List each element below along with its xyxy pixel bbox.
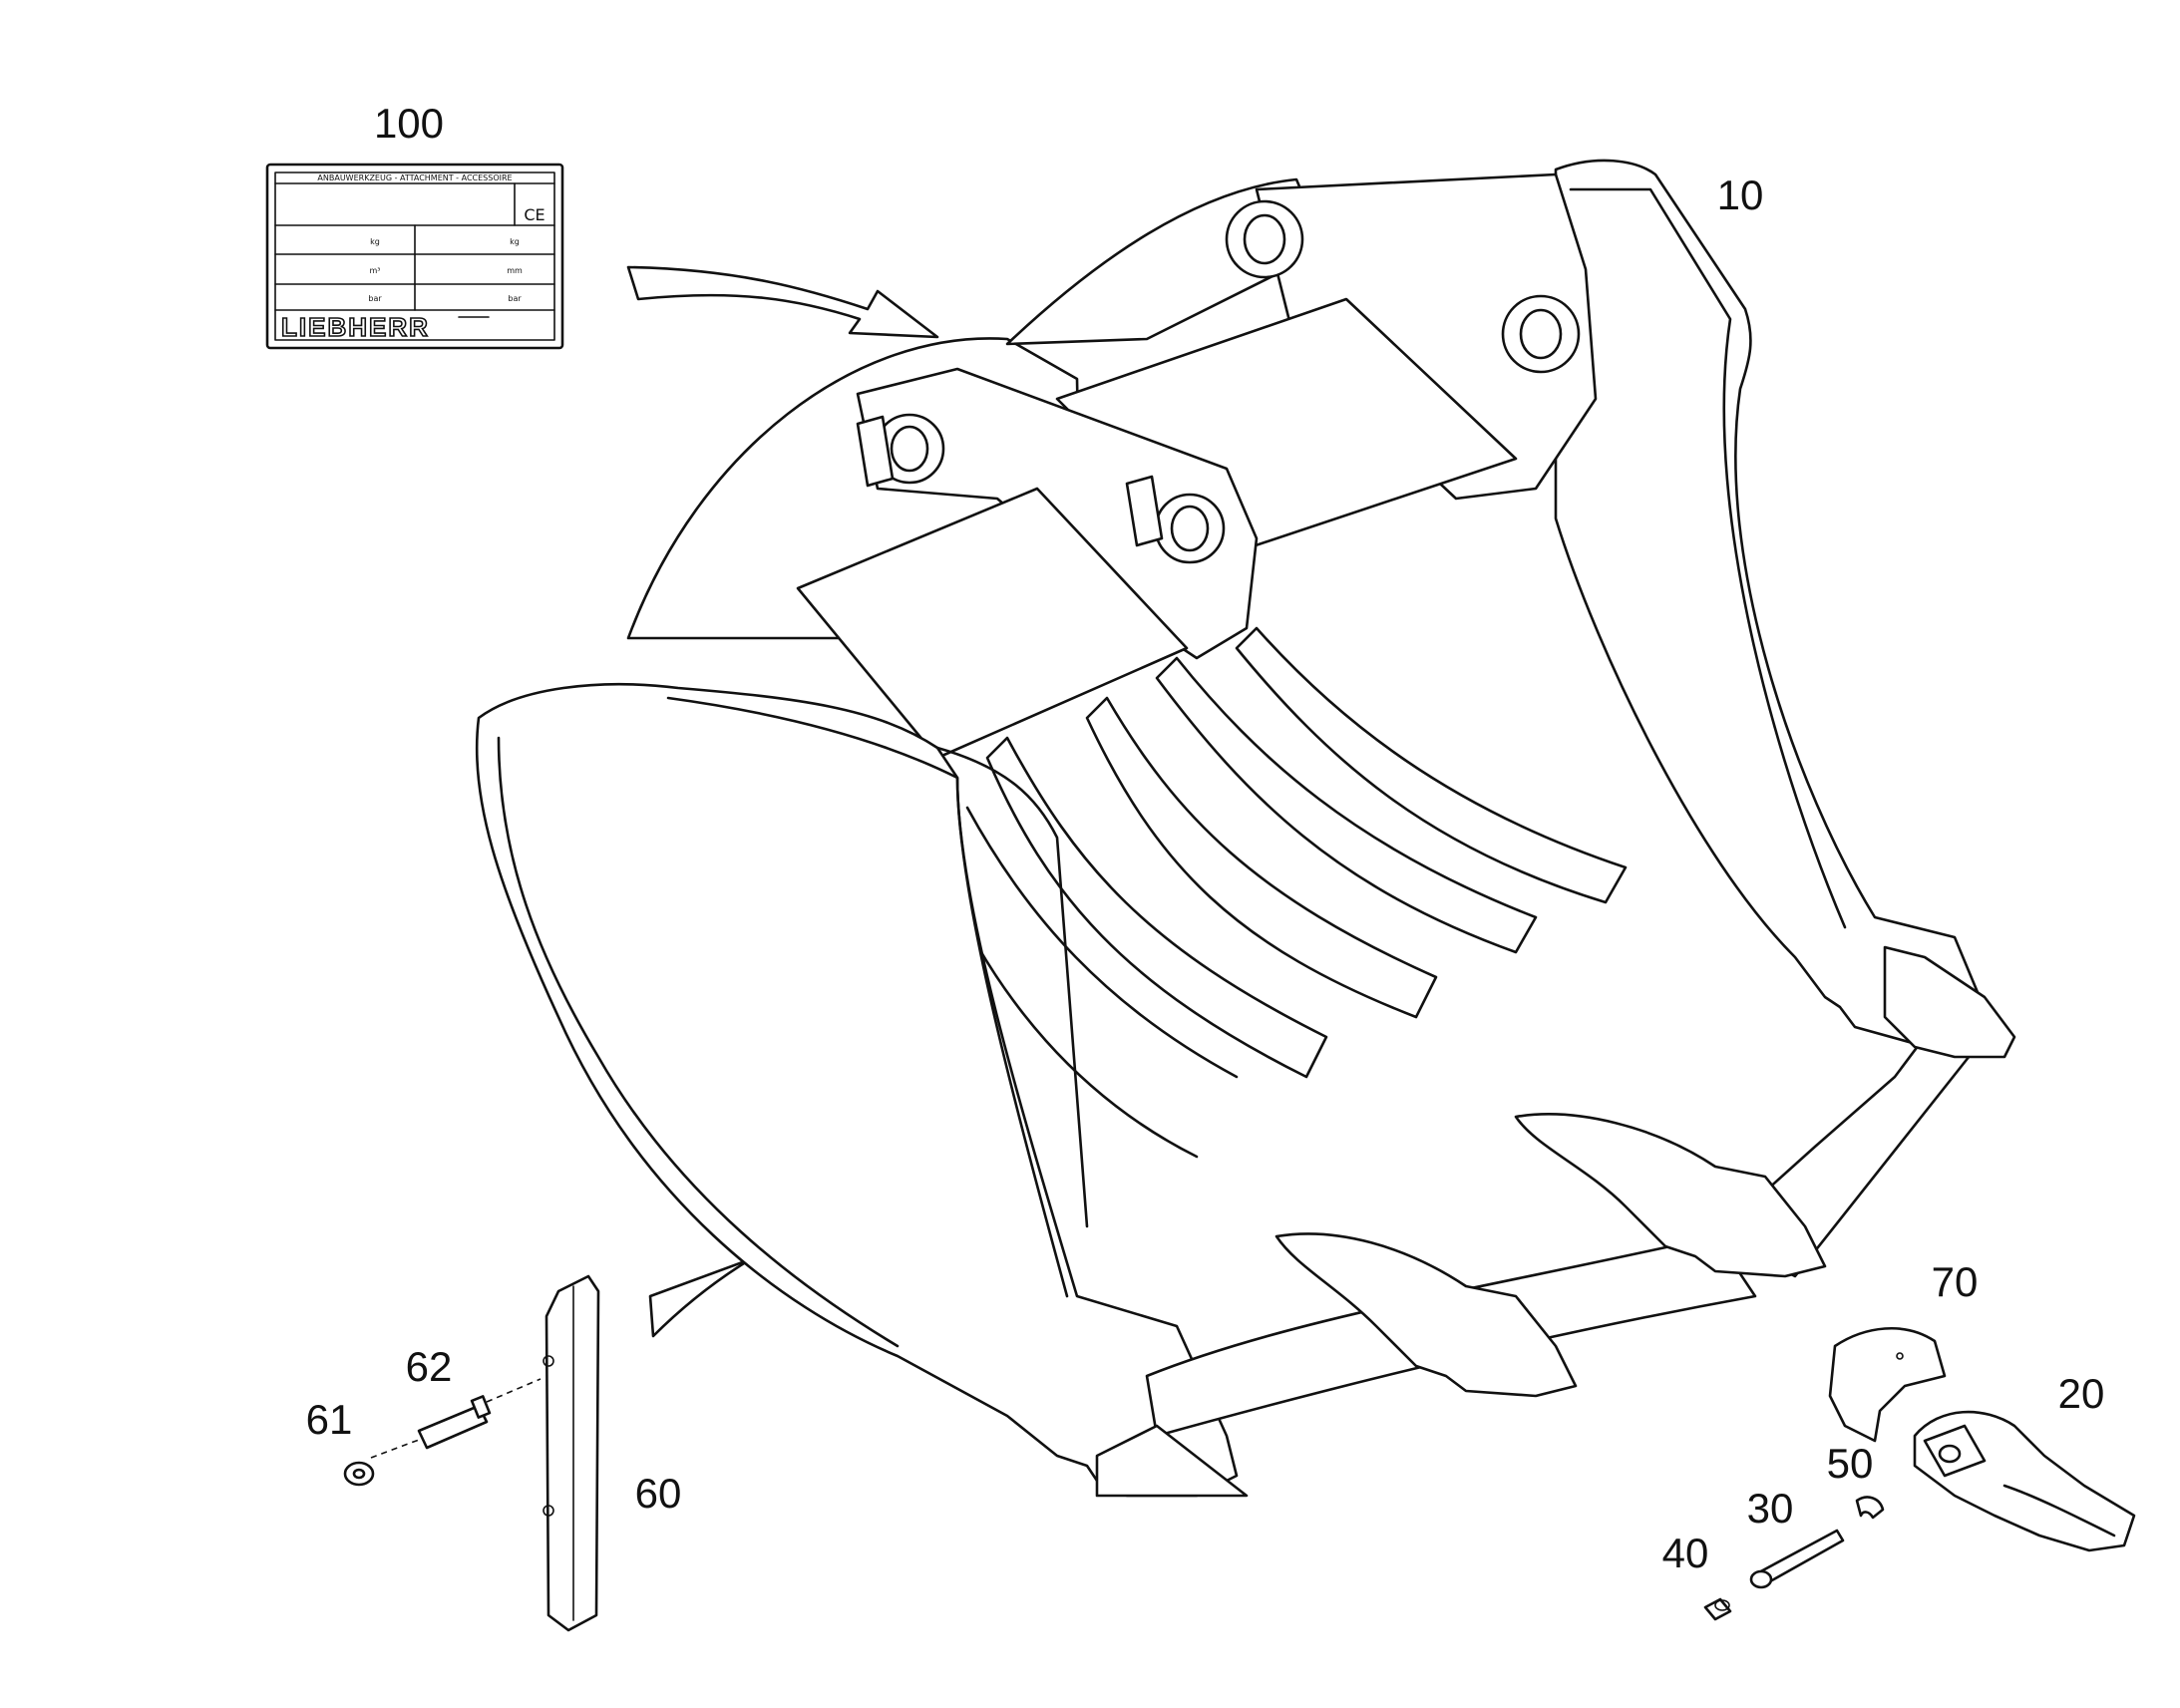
callout-70: 70 xyxy=(1932,1258,1979,1305)
nameplate-row2-left: m³ xyxy=(370,266,381,275)
retainer-50 xyxy=(1855,1496,1885,1520)
nameplate-100: ANBAUWERKZEUG - ATTACHMENT - ACCESSOIRE … xyxy=(265,163,564,350)
tooth-adapter-20 xyxy=(1913,1410,2136,1552)
side-cutter-60 xyxy=(543,1274,600,1632)
nameplate-row1-right: kg xyxy=(510,237,520,246)
pin-30 xyxy=(1749,1529,1845,1589)
nameplate-row3-right: bar xyxy=(508,294,522,303)
liebherr-logo: LIEBHERR xyxy=(281,312,430,342)
callout-62: 62 xyxy=(406,1343,453,1390)
nameplate-placement-arrow xyxy=(626,265,939,339)
callout-50: 50 xyxy=(1827,1440,1874,1487)
callout-20: 20 xyxy=(2058,1370,2105,1417)
nameplate-row2-right: mm xyxy=(507,266,523,275)
washer-61 xyxy=(343,1461,375,1487)
bolt-62 xyxy=(370,1378,542,1459)
callout-30: 30 xyxy=(1747,1485,1794,1532)
callout-60: 60 xyxy=(635,1470,682,1517)
callout-10: 10 xyxy=(1717,171,1764,218)
callout-40: 40 xyxy=(1662,1530,1709,1576)
callout-61: 61 xyxy=(306,1396,353,1443)
nameplate-row3-left: bar xyxy=(368,294,382,303)
callout-100: 100 xyxy=(374,100,444,147)
ce-mark: CE xyxy=(524,205,545,224)
nameplate-row1-left: kg xyxy=(370,237,380,246)
sleeve-40 xyxy=(1703,1597,1732,1621)
bucket-10 xyxy=(475,159,2016,1498)
tooth-protector-70 xyxy=(1828,1326,1947,1443)
nameplate-header: ANBAUWERKZEUG - ATTACHMENT - ACCESSOIRE xyxy=(317,173,512,182)
